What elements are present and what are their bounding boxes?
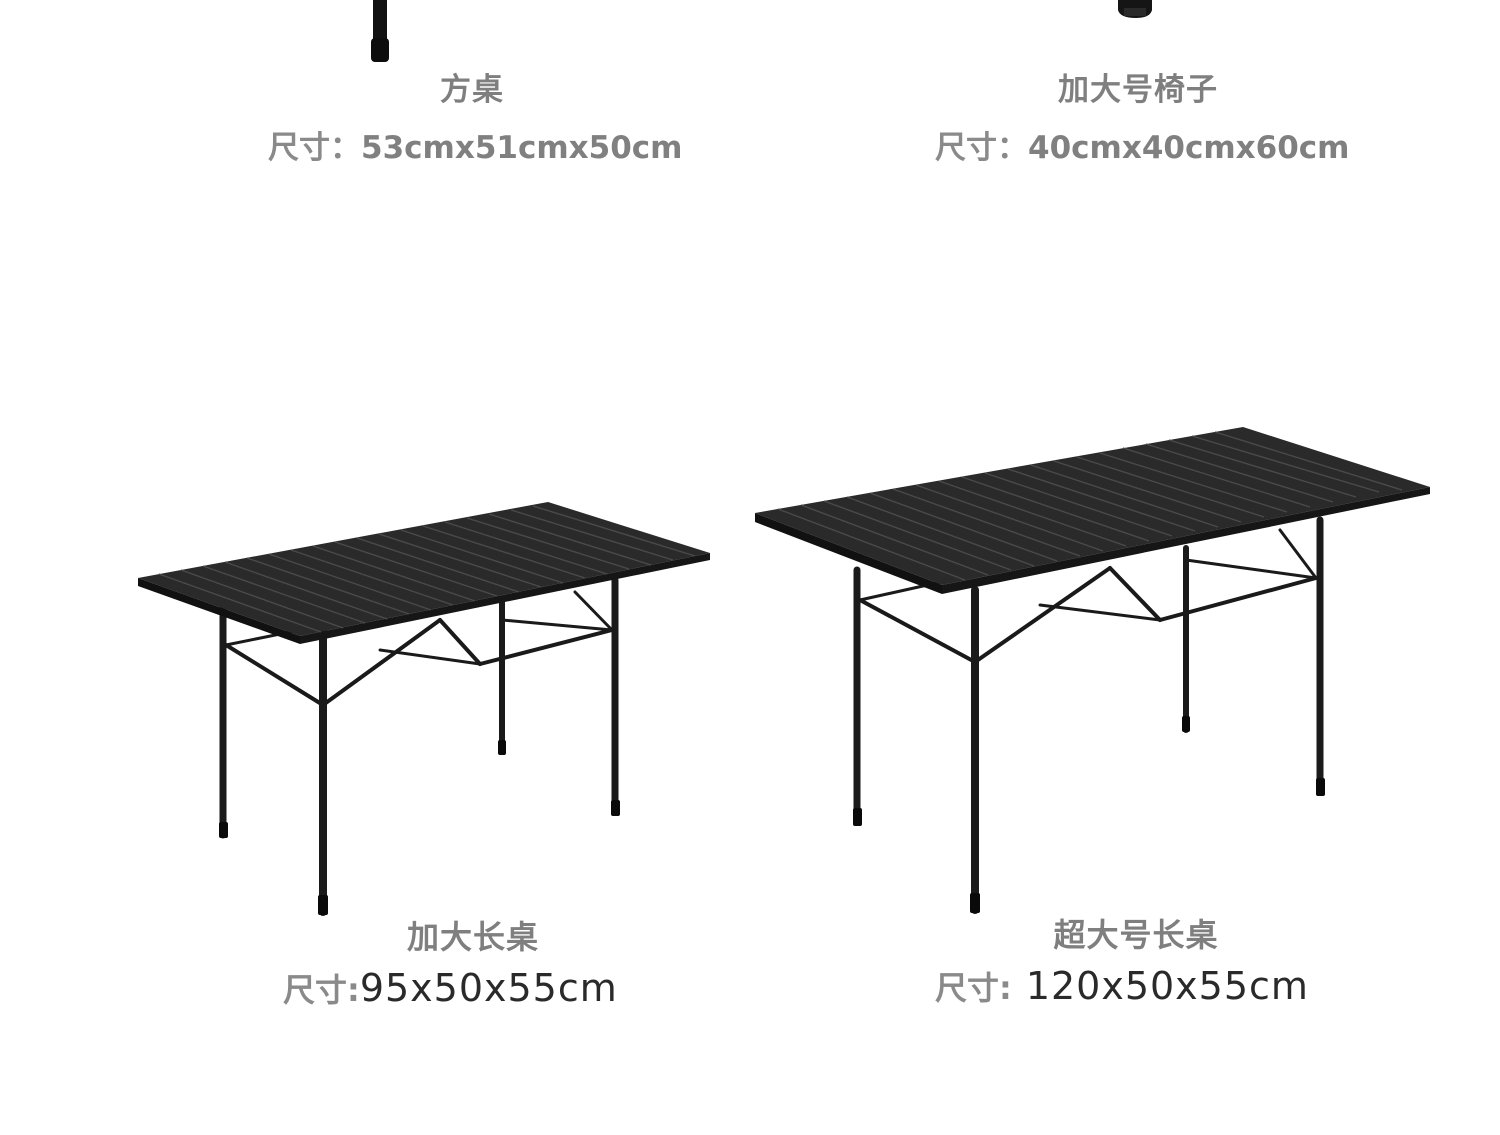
xl-long-table-size-label: 尺寸: <box>935 969 1012 1007</box>
xl-long-table-image <box>755 427 1430 914</box>
square-table-size: 尺寸：53cmx51cmx50cm <box>268 122 682 167</box>
square-table-size-label: 尺寸： <box>268 130 361 166</box>
xl-long-table-name: 超大号长桌 <box>1053 916 1219 954</box>
square-table-size-value: 53cmx51cmx50cm <box>361 130 683 166</box>
large-chair-name: 加大号椅子 <box>1058 72 1218 108</box>
large-long-table-size-value: 95x50x55cm <box>359 966 618 1010</box>
large-long-table-size: 尺寸:95x50x55cm <box>283 965 618 1011</box>
large-chair-size: 尺寸：40cmx40cmx60cm <box>935 122 1349 167</box>
large-chair-size-label: 尺寸： <box>935 130 1028 166</box>
square-table-leg-image <box>371 0 389 62</box>
large-long-table-size-label: 尺寸: <box>283 971 360 1009</box>
square-table-name: 方桌 <box>440 72 504 108</box>
large-long-table-image <box>138 502 710 916</box>
xl-long-table-size-value: 120x50x55cm <box>1025 964 1309 1008</box>
xl-long-table-size: 尺寸: 120x50x55cm <box>935 963 1309 1009</box>
large-chair-size-value: 40cmx40cmx60cm <box>1028 130 1350 166</box>
large-long-table-name: 加大长桌 <box>406 918 539 956</box>
large-chair-foot-image <box>1118 0 1152 18</box>
